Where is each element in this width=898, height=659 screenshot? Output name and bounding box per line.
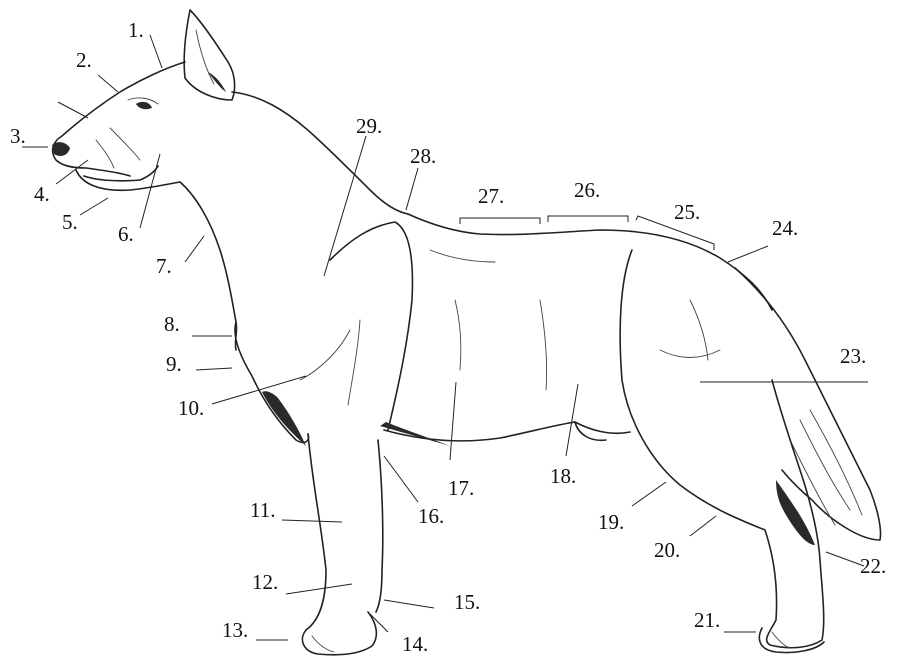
- bracket-26: [548, 216, 628, 222]
- label-20: 20.: [654, 540, 680, 561]
- leader-29: [324, 136, 366, 276]
- leader-7: [185, 236, 204, 262]
- label-23: 23.: [840, 346, 866, 367]
- label-7: 7.: [156, 256, 172, 277]
- label-8: 8.: [164, 314, 180, 335]
- leader-14: [370, 614, 388, 632]
- label-21: 21.: [694, 610, 720, 631]
- label-14: 14.: [402, 634, 428, 655]
- label-25: 25.: [674, 202, 700, 223]
- label-22: 22.: [860, 556, 886, 577]
- label-3: 3.: [10, 126, 26, 147]
- label-4: 4.: [34, 184, 50, 205]
- leader-22: [826, 552, 864, 566]
- leader-17: [450, 382, 456, 460]
- leader-2: [98, 75, 118, 92]
- label-18: 18.: [550, 466, 576, 487]
- leader-28: [406, 168, 418, 210]
- label-26: 26.: [574, 180, 600, 201]
- leader-18: [566, 384, 578, 456]
- label-2: 2.: [76, 50, 92, 71]
- leader-12: [286, 584, 352, 594]
- leader-6: [140, 154, 160, 228]
- leader-24: [728, 246, 768, 262]
- leader-1: [150, 35, 162, 68]
- label-5: 5.: [62, 212, 78, 233]
- leader-20: [690, 516, 716, 536]
- label-24: 24.: [772, 218, 798, 239]
- label-19: 19.: [598, 512, 624, 533]
- leader-5: [80, 198, 108, 215]
- leader-9: [196, 368, 232, 370]
- bracket-27: [460, 218, 540, 224]
- label-9: 9.: [166, 354, 182, 375]
- label-10: 10.: [178, 398, 204, 419]
- label-13: 13.: [222, 620, 248, 641]
- label-11: 11.: [250, 500, 275, 521]
- leader-11: [282, 520, 342, 522]
- label-16: 16.: [418, 506, 444, 527]
- label-1: 1.: [128, 20, 144, 41]
- label-12: 12.: [252, 572, 278, 593]
- leader-19: [632, 482, 666, 506]
- leader-2b: [58, 102, 88, 118]
- leader-16: [384, 456, 418, 502]
- leader-4: [56, 160, 88, 184]
- label-6: 6.: [118, 224, 134, 245]
- label-28: 28.: [410, 146, 436, 167]
- label-29: 29.: [356, 116, 382, 137]
- leader-10: [212, 376, 306, 404]
- label-17: 17.: [448, 478, 474, 499]
- label-27: 27.: [478, 186, 504, 207]
- label-15: 15.: [454, 592, 480, 613]
- leader-15: [384, 600, 434, 608]
